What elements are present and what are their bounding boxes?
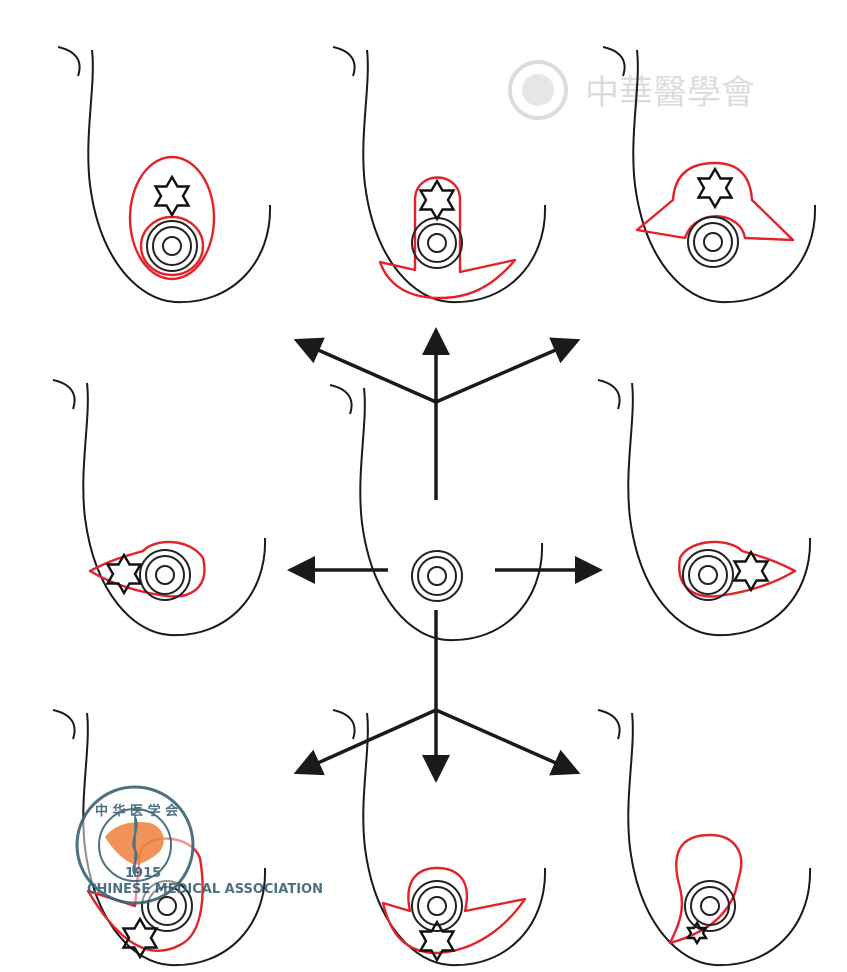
nipple-areola-icon <box>139 549 191 601</box>
nipple-areola-icon <box>411 550 463 602</box>
incision-line <box>88 540 206 598</box>
nipple-areola-icon <box>146 220 198 272</box>
incision-line <box>139 215 205 277</box>
watermark-seal-core <box>522 74 554 106</box>
nipple-areola-icon <box>682 549 734 601</box>
incision-line <box>128 155 216 281</box>
tumor-star-icon <box>685 920 709 946</box>
tumor-star-icon <box>697 167 733 209</box>
incision-line <box>668 833 743 945</box>
panel-middle-left <box>52 379 267 637</box>
incision-line <box>635 161 795 242</box>
panel-upper-right <box>602 46 817 304</box>
panel-upper-left <box>57 46 272 304</box>
panel-middle-right <box>597 379 812 637</box>
incision-line <box>678 540 797 598</box>
nipple-areola-icon <box>411 217 463 269</box>
arrow-up-right <box>435 337 581 404</box>
incision-line <box>378 176 517 300</box>
panel-lower-center <box>332 709 547 967</box>
panel-upper-center <box>332 46 547 304</box>
direction-arrows <box>287 327 603 783</box>
incision-line <box>381 866 527 955</box>
watermark: 中華醫學會 <box>508 60 755 120</box>
logo-year: 1915 <box>125 866 161 881</box>
watermark-text: 中華醫學會 <box>585 73 755 113</box>
arrow-down-right <box>435 708 581 776</box>
tumor-star-icon <box>419 179 455 221</box>
logo-top-text: 中 华 医 学 会 <box>95 803 179 819</box>
panel-lower-right <box>597 709 812 967</box>
chinese-medical-association-logo: 中 华 医 学 会 1915 CHINESE MEDICAL ASSOCIATI… <box>75 785 323 905</box>
logo-bottom-text: CHINESE MEDICAL ASSOCIATION <box>87 882 323 897</box>
tumor-star-icon <box>154 175 190 217</box>
nipple-areola-icon <box>687 216 739 268</box>
arrow-down-left <box>293 708 437 776</box>
breast-outline <box>52 379 267 637</box>
arrow-up-left <box>293 337 437 404</box>
logo-inner-ring <box>98 808 172 882</box>
watermark-seal-icon <box>508 60 568 120</box>
